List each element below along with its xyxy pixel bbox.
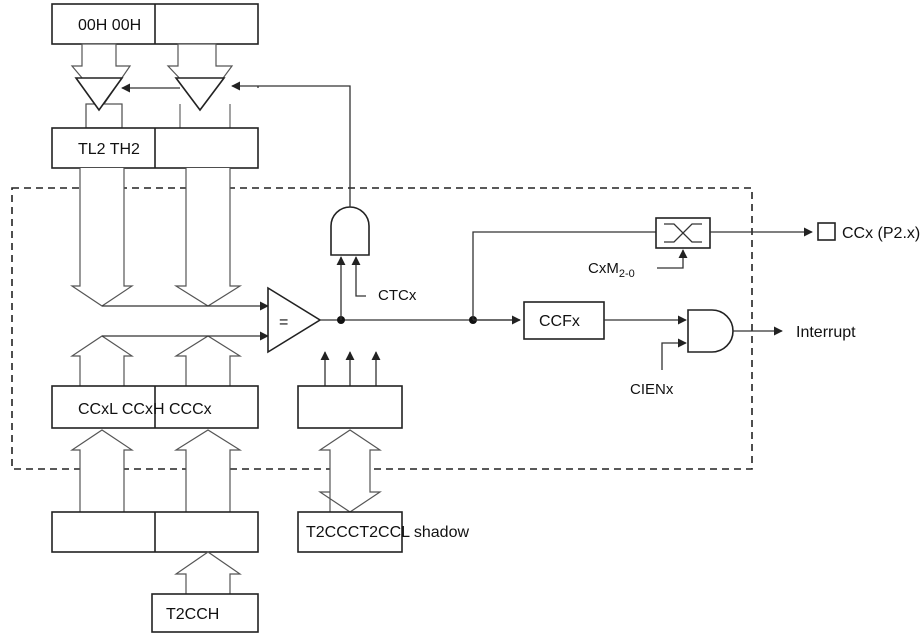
source-bus-right [173, 429, 243, 512]
timer-bus-left [70, 168, 134, 307]
comparator: = [267, 286, 322, 354]
timer-register-label: TL2 TH2 [78, 141, 140, 158]
mode-label: CxM2-0 [588, 260, 635, 280]
comparator-symbol: = [279, 314, 288, 331]
shadow-bidirectional-bus [318, 429, 382, 513]
interrupt-label: Interrupt [796, 324, 856, 341]
reload-register-label: 00H 00H [78, 17, 141, 34]
ccf-label: CCFx [539, 313, 580, 330]
reload-mux-left [70, 43, 132, 129]
t2cch-register: T2CCH [151, 593, 259, 633]
timer-register: TL2 TH2 [51, 127, 259, 169]
cien-label: CIENx [630, 381, 674, 398]
t2cc-register: T2CCCT2CCL shadow [297, 511, 469, 553]
output-pin [817, 222, 836, 241]
reload-mux-right [166, 43, 234, 128]
source-register [51, 511, 259, 553]
interrupt-and-gate [687, 309, 734, 353]
source-bus-left [70, 429, 134, 512]
shadow-register [297, 385, 403, 429]
output-label: CCx (P2.x) [842, 225, 920, 242]
ccf-flag: CCFx [523, 301, 605, 340]
compare-bus-right [173, 335, 243, 386]
ctc-and-gate [330, 206, 370, 256]
t2cch-bus [174, 551, 242, 594]
compare-register-label: CCxL CCxH CCCx [78, 401, 212, 418]
output-mux [655, 217, 711, 249]
ctc-label: CTCx [378, 287, 417, 304]
module-boundary [11, 187, 753, 470]
t2cch-label: T2CCH [166, 606, 219, 623]
timer-bus-right [173, 168, 243, 307]
compare-register: CCxL CCxH CCCx [51, 385, 259, 429]
reload-register: 00H 00H [51, 3, 259, 45]
compare-bus-left [70, 335, 134, 386]
shadow-label: T2CCCT2CCL shadow [306, 524, 469, 541]
